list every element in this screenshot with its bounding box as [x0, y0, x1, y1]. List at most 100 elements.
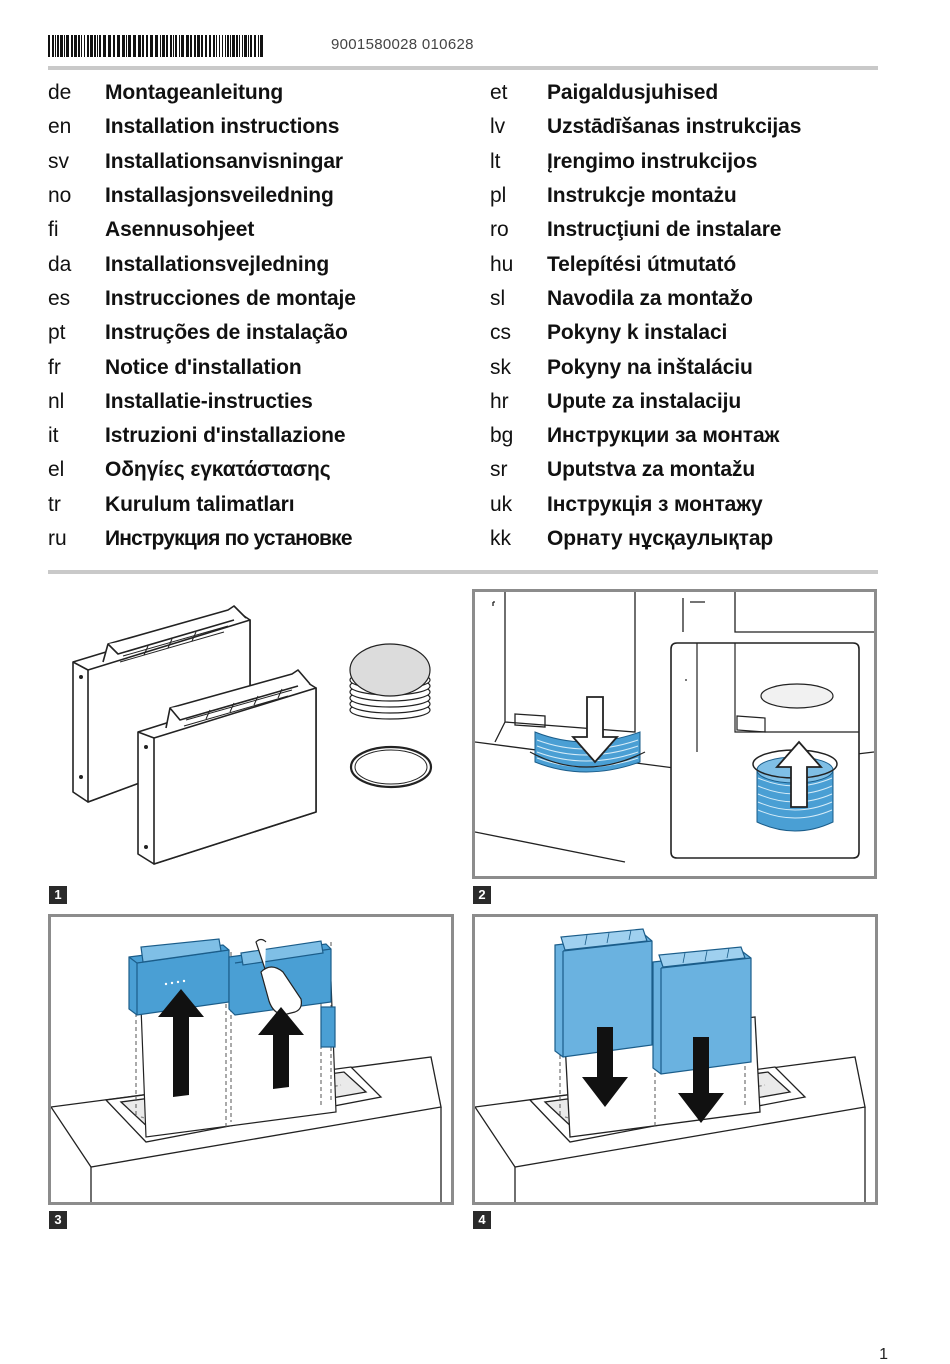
figure-3-panel: [48, 914, 454, 1205]
language-code: uk: [490, 492, 513, 516]
language-code: bg: [490, 424, 514, 448]
language-title: Pokyny k instalaci: [547, 321, 728, 345]
language-code: et: [490, 81, 508, 105]
language-title: Navodila za montažo: [547, 286, 753, 310]
figure-4-illustration: [475, 928, 866, 1202]
language-row: bg Инструкции за монтаж: [490, 419, 801, 453]
language-title: Uputstva za montažu: [547, 458, 756, 482]
language-list-right: et Paigaldusjuhised lv Uzstādīšanas instru…: [490, 76, 801, 556]
language-row: pt Instruções de instalação: [48, 316, 356, 350]
language-code: nl: [48, 389, 65, 413]
language-row: fi Asennusohjeet: [48, 213, 356, 247]
language-title: Notice d'installation: [105, 355, 302, 379]
language-title: Орнату нұсқаулықтар: [547, 527, 774, 550]
header-divider: [48, 66, 878, 70]
language-title: Pokyny na inštaláciu: [547, 355, 753, 379]
page-number: 1: [879, 1346, 888, 1363]
language-title: Upute za instalaciju: [547, 389, 742, 413]
language-code: sk: [490, 355, 511, 379]
language-title: Instruções de instalação: [105, 321, 348, 345]
language-code: de: [48, 81, 72, 105]
language-code: da: [48, 252, 72, 276]
language-row: lt Įrengimo instrukcijos: [490, 145, 801, 179]
language-code: sl: [490, 286, 506, 310]
language-list-left: de Montageanleitung en Installation instru…: [48, 76, 356, 556]
document-number: 9001580028 010628: [331, 36, 474, 53]
language-code: fi: [48, 218, 59, 242]
language-title: Kurulum talimatları: [105, 492, 295, 516]
section-divider: [48, 570, 878, 574]
language-row: ru Инструкция по установке: [48, 522, 356, 556]
language-code: cs: [490, 321, 511, 345]
language-code: lt: [490, 149, 501, 173]
language-row: kk Орнату нұсқаулықтар: [490, 522, 801, 556]
language-title: Uzstādīšanas instrukcijas: [547, 115, 802, 139]
figure-2-illustration: [475, 592, 874, 863]
language-code: tr: [48, 492, 61, 516]
language-code: sr: [490, 458, 508, 482]
language-title: Οδηγίες εγκατάστασης: [105, 458, 331, 482]
barcode-image: [48, 35, 263, 57]
language-row: lv Uzstādīšanas instrukcijas: [490, 110, 801, 144]
step-number-badge: 1: [49, 886, 67, 904]
language-title: Installationsanvisningar: [105, 149, 343, 173]
language-title: Installasjonsveiledning: [105, 184, 334, 208]
language-code: no: [48, 184, 72, 208]
language-title: Instrucţiuni de instalare: [547, 218, 782, 242]
language-row: sk Pokyny na inštaláciu: [490, 350, 801, 384]
language-row: ro Instrucţiuni de instalare: [490, 213, 801, 247]
language-code: pt: [48, 321, 66, 345]
language-row: de Montageanleitung: [48, 76, 356, 110]
language-row: no Installasjonsveiledning: [48, 179, 356, 213]
language-row: el Οδηγίες εγκατάστασης: [48, 453, 356, 487]
language-title: Инструкция по установке: [105, 527, 353, 550]
language-row: tr Kurulum talimatları: [48, 488, 356, 522]
language-row: nl Installatie-instructies: [48, 385, 356, 419]
figure-2-panel: [472, 589, 877, 879]
language-code: it: [48, 424, 59, 448]
language-title: Asennusohjeet: [105, 218, 255, 242]
language-row: pl Instrukcje montażu: [490, 179, 801, 213]
language-row: hu Telepítési útmutató: [490, 247, 801, 281]
language-title: Інструкція з монтажу: [547, 492, 763, 516]
language-title: Инструкции за монтаж: [547, 424, 780, 448]
language-code: sv: [48, 149, 69, 173]
language-code: kk: [490, 527, 511, 550]
language-code: lv: [490, 115, 506, 139]
language-row: uk Інструкція з монтажу: [490, 488, 801, 522]
language-title: Paigaldusjuhised: [547, 81, 719, 105]
language-code: es: [48, 286, 71, 310]
language-title: Įrengimo instrukcijos: [547, 149, 758, 173]
language-code: en: [48, 115, 72, 139]
figure-4-panel: [472, 914, 878, 1205]
language-title: Telepítési útmutató: [547, 252, 737, 276]
step-number-badge: 2: [473, 886, 491, 904]
language-row: cs Pokyny k instalaci: [490, 316, 801, 350]
language-title: Istruzioni d'installazione: [105, 424, 346, 448]
language-title: Montageanleitung: [105, 81, 284, 105]
language-code: ru: [48, 527, 67, 550]
step-number-badge: 3: [49, 1211, 67, 1229]
language-row: da Installationsvejledning: [48, 247, 356, 281]
language-row: et Paigaldusjuhised: [490, 76, 801, 110]
step-number-badge: 4: [473, 1211, 491, 1229]
language-title: Installationsvejledning: [105, 252, 330, 276]
language-row: es Instrucciones de montaje: [48, 282, 356, 316]
language-code: pl: [490, 184, 507, 208]
language-code: ro: [490, 218, 509, 242]
language-title: Installation instructions: [105, 115, 340, 139]
language-code: hr: [490, 389, 509, 413]
language-title: Instrucciones de montaje: [105, 286, 356, 310]
figure-1-illustration: [72, 605, 433, 865]
language-code: el: [48, 458, 65, 482]
language-row: sl Navodila za montažo: [490, 282, 801, 316]
language-row: sr Uputstva za montažu: [490, 453, 801, 487]
language-row: hr Upute za instalaciju: [490, 385, 801, 419]
language-code: hu: [490, 252, 514, 276]
language-row: sv Installationsanvisningar: [48, 145, 356, 179]
language-title: Installatie-instructies: [105, 389, 313, 413]
language-row: it Istruzioni d'installazione: [48, 419, 356, 453]
language-title: Instrukcje montażu: [547, 184, 737, 208]
language-row: en Installation instructions: [48, 110, 356, 144]
